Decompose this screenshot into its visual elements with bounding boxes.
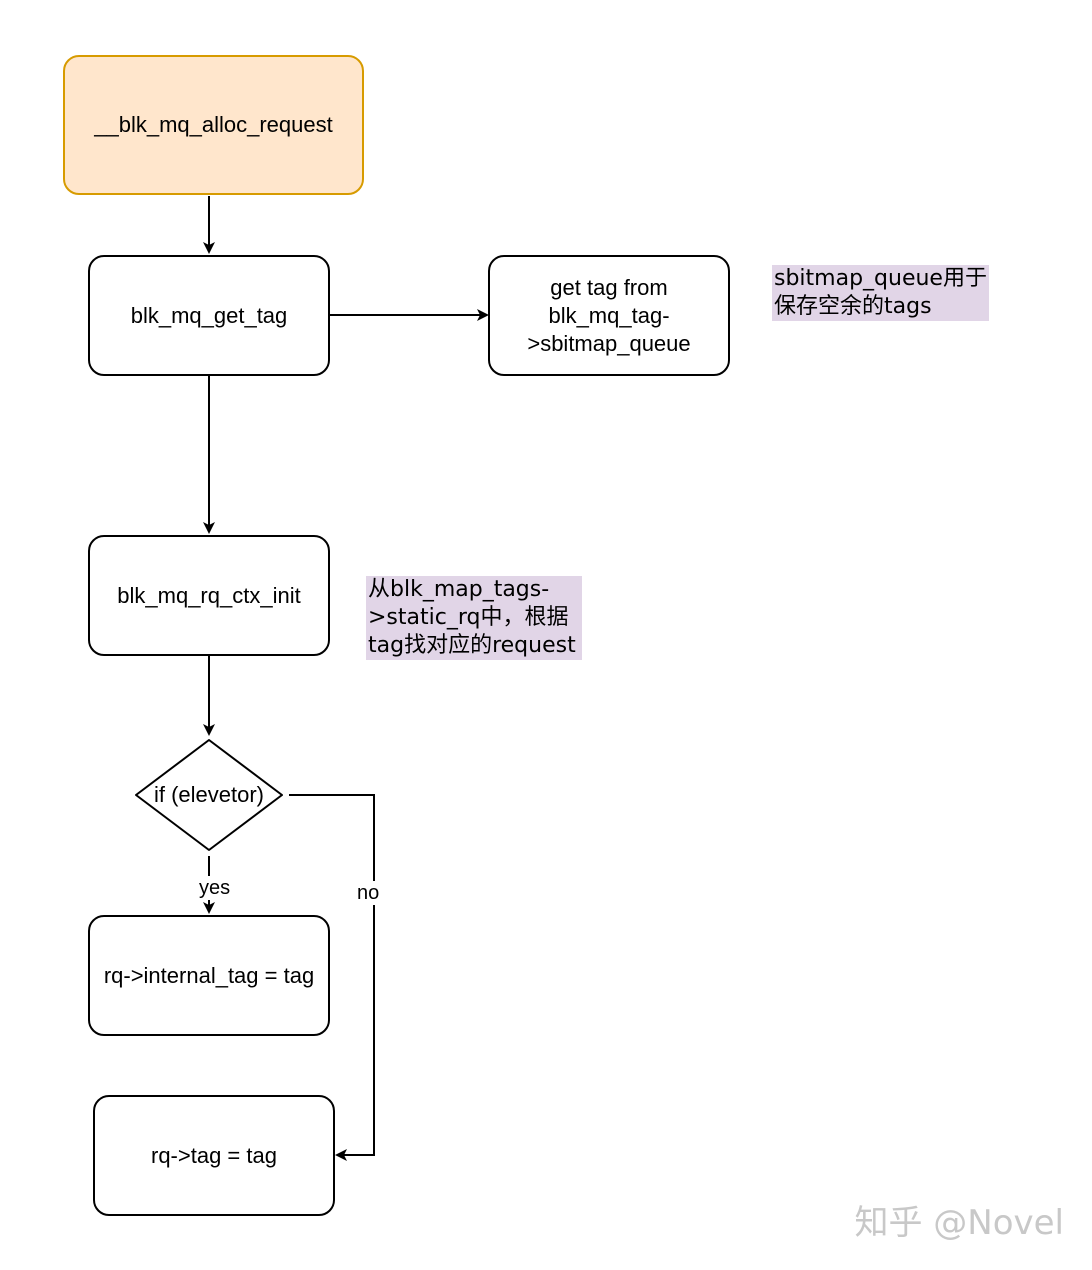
node-get-tag-label: blk_mq_get_tag: [130, 302, 288, 328]
node-internal-tag: rq->internal_tag = tag: [88, 915, 330, 1036]
note-static-rq: 从blk_map_tags- >static_rq中，根据 tag找对应的req…: [366, 576, 582, 660]
node-alloc-request: __blk_mq_alloc_request: [63, 55, 364, 195]
node-alloc-request-label: __blk_mq_alloc_request: [94, 112, 333, 137]
note-sbitmap-queue: sbitmap_queue用于 保存空余的tags: [772, 265, 989, 321]
edge-label-no: no: [355, 881, 382, 905]
node-internal-tag-label: rq->internal_tag = tag: [103, 962, 315, 988]
node-get-tag: blk_mq_get_tag: [88, 255, 330, 376]
node-get-tag-from-queue: get tag from blk_mq_tag->sbitmap_queue: [488, 255, 730, 376]
node-rq-tag: rq->tag = tag: [93, 1095, 335, 1216]
decision-label: if (elevetor): [153, 782, 265, 807]
decision-diamond: [135, 739, 283, 851]
node-get-tag-from-queue-label: get tag from blk_mq_tag->sbitmap_queue: [527, 274, 691, 356]
node-rq-ctx-init: blk_mq_rq_ctx_init: [88, 535, 330, 656]
node-rq-tag-label: rq->tag = tag: [151, 1142, 277, 1168]
node-rq-ctx-init-label: blk_mq_rq_ctx_init: [117, 582, 301, 608]
edge-no: [289, 794, 375, 1161]
edge-label-yes: yes: [197, 876, 233, 900]
watermark: 知乎 @Novel: [854, 1203, 1064, 1243]
